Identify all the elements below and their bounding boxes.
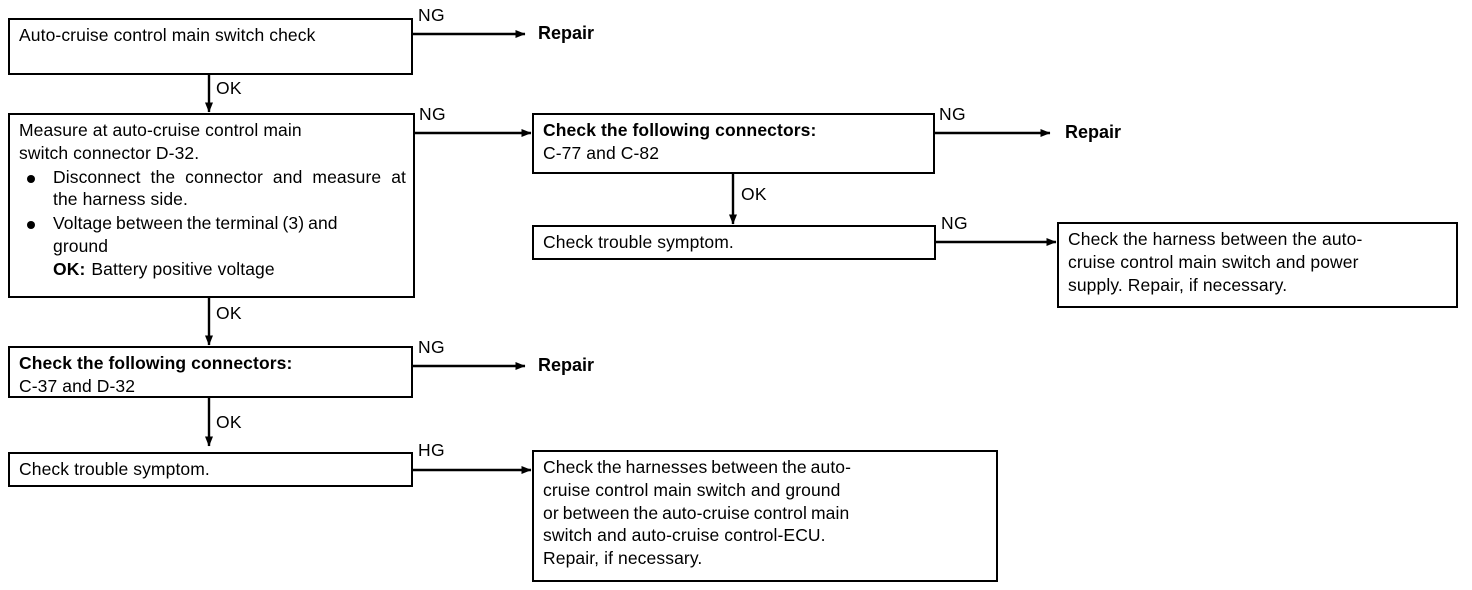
edge-label-ng-3: NG [939, 104, 966, 124]
edge-label-ng-1: NG [418, 5, 445, 25]
harness-power-line-2: cruise control main switch and power [1068, 251, 1359, 272]
measure-bullet-list: Disconnect the connector and measure at … [19, 166, 406, 281]
measure-line-2: switch connector D-32. [19, 142, 200, 163]
edge-label-ok-2: OK [741, 184, 767, 204]
harness-ground-line-4: switch and auto-cruise control-ECU. [543, 525, 826, 546]
box-main-switch-check-text: Auto-cruise control main switch check [19, 25, 316, 45]
terminal-repair-1: Repair [538, 23, 595, 43]
edge-label-hg-1: HG [418, 440, 445, 460]
connectors-top-list: C-77 and C-82 [543, 142, 660, 163]
edge-label-ok-1: OK [216, 78, 242, 98]
measure-ok-row: OK:Battery positive voltage [53, 258, 406, 281]
measure-bullet-2-line-2: ground [53, 235, 109, 256]
measure-ok-label: OK: [53, 258, 86, 279]
connectors-bottom-list: C-37 and D-32 [19, 375, 136, 396]
measure-bullet-2: Voltage between the terminal (3) and gro… [19, 212, 406, 280]
measure-ok-value: Battery positive voltage [91, 258, 275, 279]
box-harness-power-supply[interactable]: Check the harness between the auto- crui… [1057, 222, 1458, 308]
terminal-repair-2: Repair [1065, 122, 1122, 142]
box-main-switch-check[interactable]: Auto-cruise control main switch check [8, 18, 413, 75]
box-connectors-c37-d32[interactable]: Check the following connectors: C-37 and… [8, 346, 413, 398]
measure-bullet-2-line-1: Voltage between the terminal (3) and [53, 213, 338, 233]
connectors-bottom-heading: Check the following connectors: [19, 353, 293, 373]
terminal-repair-3: Repair [538, 355, 595, 375]
harness-ground-line-3: or between the auto-cruise control main [543, 502, 850, 523]
box-trouble-symptom-bottom[interactable]: Check trouble symptom. [8, 452, 413, 487]
edge-label-ng-4: NG [941, 213, 968, 233]
harness-power-line-1: Check the harness between the auto- [1068, 229, 1363, 249]
box-measure-connector[interactable]: Measure at auto-cruise control main swit… [8, 113, 415, 298]
measure-bullet-1: Disconnect the connector and measure at … [19, 166, 406, 212]
box-trouble-symptom-top[interactable]: Check trouble symptom. [532, 225, 936, 260]
harness-ground-line-1: Check the harnesses between the auto- [543, 457, 852, 477]
box-harness-ground-ecu[interactable]: Check the harnesses between the auto- cr… [532, 450, 998, 582]
box-connectors-c77-c82[interactable]: Check the following connectors: C-77 and… [532, 113, 935, 174]
trouble-symptom-bottom-text: Check trouble symptom. [19, 459, 210, 479]
edge-label-ok-3: OK [216, 303, 242, 323]
harness-ground-line-5: Repair, if necessary. [543, 548, 703, 568]
harness-power-line-3: supply. Repair, if necessary. [1068, 274, 1288, 295]
measure-line-1: Measure at auto-cruise control main [19, 120, 302, 140]
harness-ground-line-2: cruise control main switch and ground [543, 479, 841, 500]
connectors-top-heading: Check the following connectors: [543, 120, 817, 140]
trouble-symptom-top-text: Check trouble symptom. [543, 232, 734, 252]
edge-label-ng-5: NG [418, 337, 445, 357]
edge-label-ng-2: NG [419, 104, 446, 124]
edge-label-ok-4: OK [216, 412, 242, 432]
